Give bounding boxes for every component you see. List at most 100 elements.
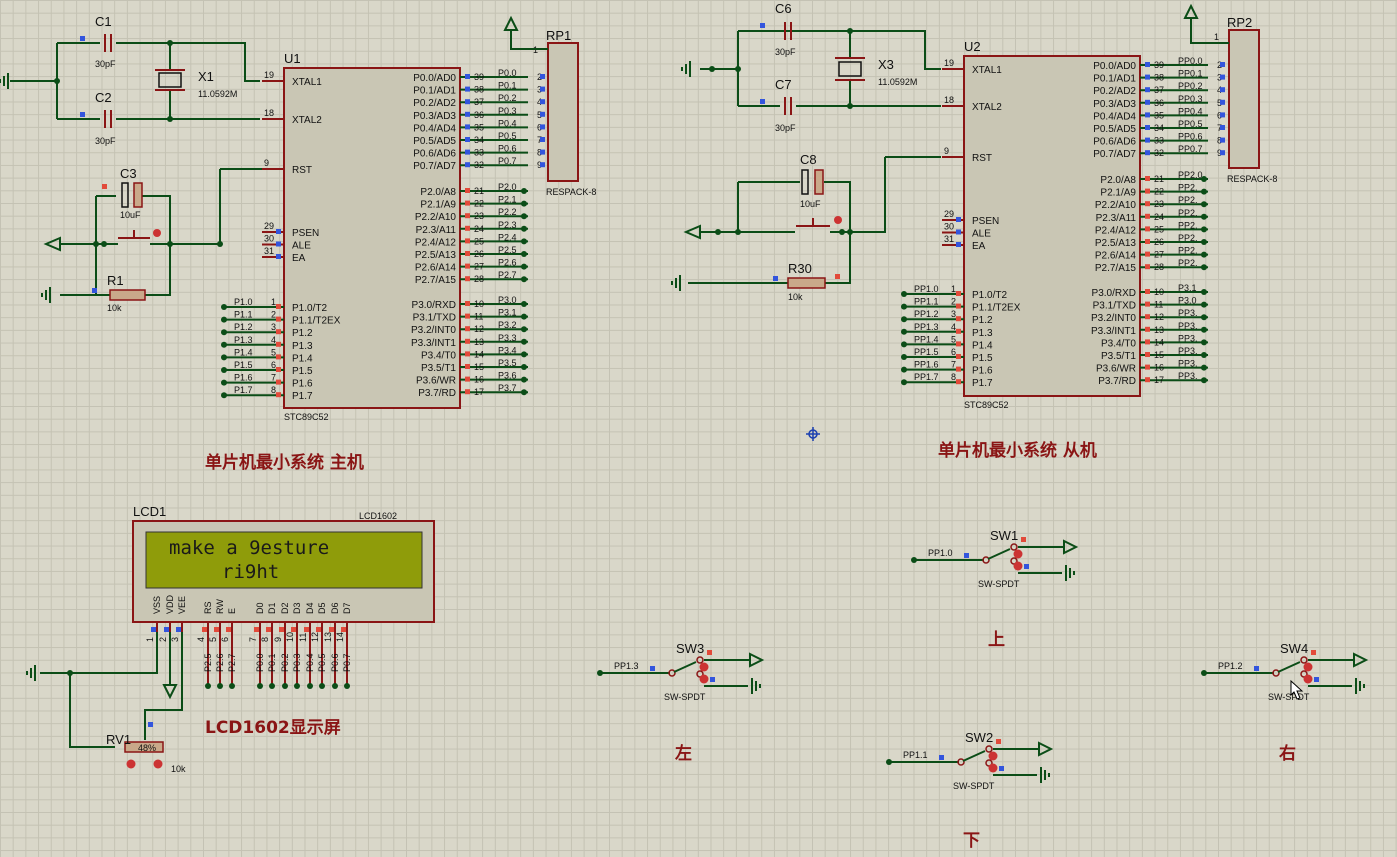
- pin-name: P2.4/A12: [1095, 225, 1137, 236]
- pin-number: 15: [474, 362, 484, 372]
- junction-dot: [521, 364, 527, 370]
- crystal-body: [158, 72, 182, 88]
- pin-marker: [1145, 314, 1150, 320]
- pin-marker: [465, 301, 470, 306]
- net-label: P1.7: [234, 385, 253, 395]
- lcd-net-label: P0.0: [255, 653, 265, 672]
- wire: [962, 750, 986, 762]
- pin-marker: [760, 99, 765, 104]
- pin-marker: [465, 149, 470, 155]
- net-label: PP0.7: [1178, 144, 1203, 154]
- pin-marker: [276, 367, 281, 372]
- pin-name: P1.2: [972, 315, 993, 326]
- lcd-net-label: P0.6: [330, 653, 340, 672]
- net-label: P1.3: [234, 335, 253, 345]
- junction-dot: [901, 303, 907, 310]
- junction-dot: [1201, 670, 1207, 676]
- pin-marker: [1145, 62, 1150, 67]
- junction-dot: [1201, 213, 1207, 220]
- lcd-pin-number: 11: [298, 633, 308, 642]
- junction-dot: [307, 683, 313, 689]
- junction-dot: [332, 683, 338, 689]
- net-label: P0.3: [498, 106, 517, 116]
- mcu-body: [963, 55, 1141, 397]
- pin-marker: [80, 36, 85, 41]
- net-label: PP2.: [1178, 195, 1198, 205]
- pin-number: 5: [271, 347, 276, 357]
- net-label: PP0.5: [1178, 119, 1203, 129]
- pin-number: 28: [474, 274, 484, 284]
- pin-marker: [956, 316, 961, 322]
- wire: [987, 548, 1011, 560]
- pin-name: EA: [972, 241, 986, 252]
- pin-number: 32: [1154, 148, 1164, 158]
- net-label: P1.1: [234, 310, 253, 320]
- pin-marker: [540, 137, 545, 142]
- pin-name: P2.4/A12: [415, 237, 457, 248]
- pin-number: 11: [474, 312, 483, 322]
- pin-marker: [1145, 74, 1150, 80]
- pin-marker: [329, 627, 334, 632]
- crosshair-icon: [806, 427, 820, 441]
- c7-val: 30pF: [775, 123, 796, 133]
- net-label: PP1.6: [914, 360, 939, 370]
- wire: [118, 230, 150, 239]
- pin-number: 3: [951, 309, 956, 319]
- junction-dot: [521, 351, 527, 358]
- switch-ref: SW3: [676, 641, 704, 656]
- pin-number: 5: [951, 334, 956, 344]
- net-label: PP3.: [1178, 321, 1198, 331]
- pin-marker: [1145, 251, 1150, 257]
- mcu-u1[interactable]: U1STC89C5219XTAL118XTAL29RST29PSEN30ALE3…: [221, 51, 545, 422]
- junction-dot: [847, 229, 853, 235]
- mcu-u2[interactable]: U2STC89C5219XTAL118XTAL29RST29PSEN30ALE3…: [901, 39, 1225, 410]
- net-label: P1.5: [234, 360, 253, 370]
- pin-marker: [92, 288, 97, 293]
- lcd-pin-number: 14: [335, 632, 345, 642]
- junction-dot: [597, 670, 603, 676]
- pin-name: P1.1/T2EX: [972, 303, 1021, 314]
- pot-pin: [153, 759, 163, 769]
- pin-name: P0.5/AD5: [413, 136, 456, 147]
- junction-dot: [521, 338, 527, 345]
- lcd-part: LCD1602: [359, 511, 397, 521]
- pin-number: 19: [264, 70, 274, 80]
- pin-number: 10: [474, 299, 484, 309]
- junction-dot: [521, 225, 527, 232]
- pin-number: 6: [951, 347, 956, 357]
- wire: [10, 42, 260, 120]
- junction-dot: [282, 683, 288, 689]
- lcd-pin-number: 13: [323, 632, 333, 642]
- pin-marker: [1220, 87, 1225, 93]
- junction-dot: [221, 392, 227, 399]
- pin-name: P3.0/RXD: [1092, 288, 1136, 299]
- pin-marker: [151, 627, 156, 632]
- pin-marker: [1145, 87, 1150, 93]
- wire: [1038, 741, 1054, 757]
- x3-val: 11.0592M: [878, 77, 917, 87]
- label-lcd-display: LCD1602显示屏: [205, 718, 341, 738]
- junction-dot: [1201, 251, 1207, 258]
- pin-marker: [465, 188, 470, 193]
- r1-ref: R1: [107, 273, 124, 288]
- junction-dot: [217, 683, 223, 689]
- pin-marker: [465, 376, 470, 382]
- junction-dot: [294, 683, 300, 689]
- pin-marker: [276, 254, 281, 259]
- net-label: P1.4: [234, 347, 253, 357]
- pin-marker: [1145, 188, 1150, 194]
- lcd1602-module[interactable]: LCD1 LCD1602 make a 9esture ri9ht VSS1VD…: [132, 504, 435, 689]
- junction-dot: [901, 291, 907, 297]
- pin-marker: [276, 241, 281, 247]
- wire: [43, 236, 61, 252]
- net-label: P0.0: [498, 68, 517, 78]
- pin-number: 12: [474, 324, 484, 334]
- wire: [1190, 18, 1229, 44]
- cap-plate: [121, 182, 129, 208]
- junction-dot: [217, 241, 223, 247]
- pin-name: P3.6/WR: [416, 376, 456, 387]
- pot-pin: [126, 759, 136, 769]
- pin-marker: [1145, 176, 1150, 181]
- pin-name: XTAL2: [972, 102, 1002, 113]
